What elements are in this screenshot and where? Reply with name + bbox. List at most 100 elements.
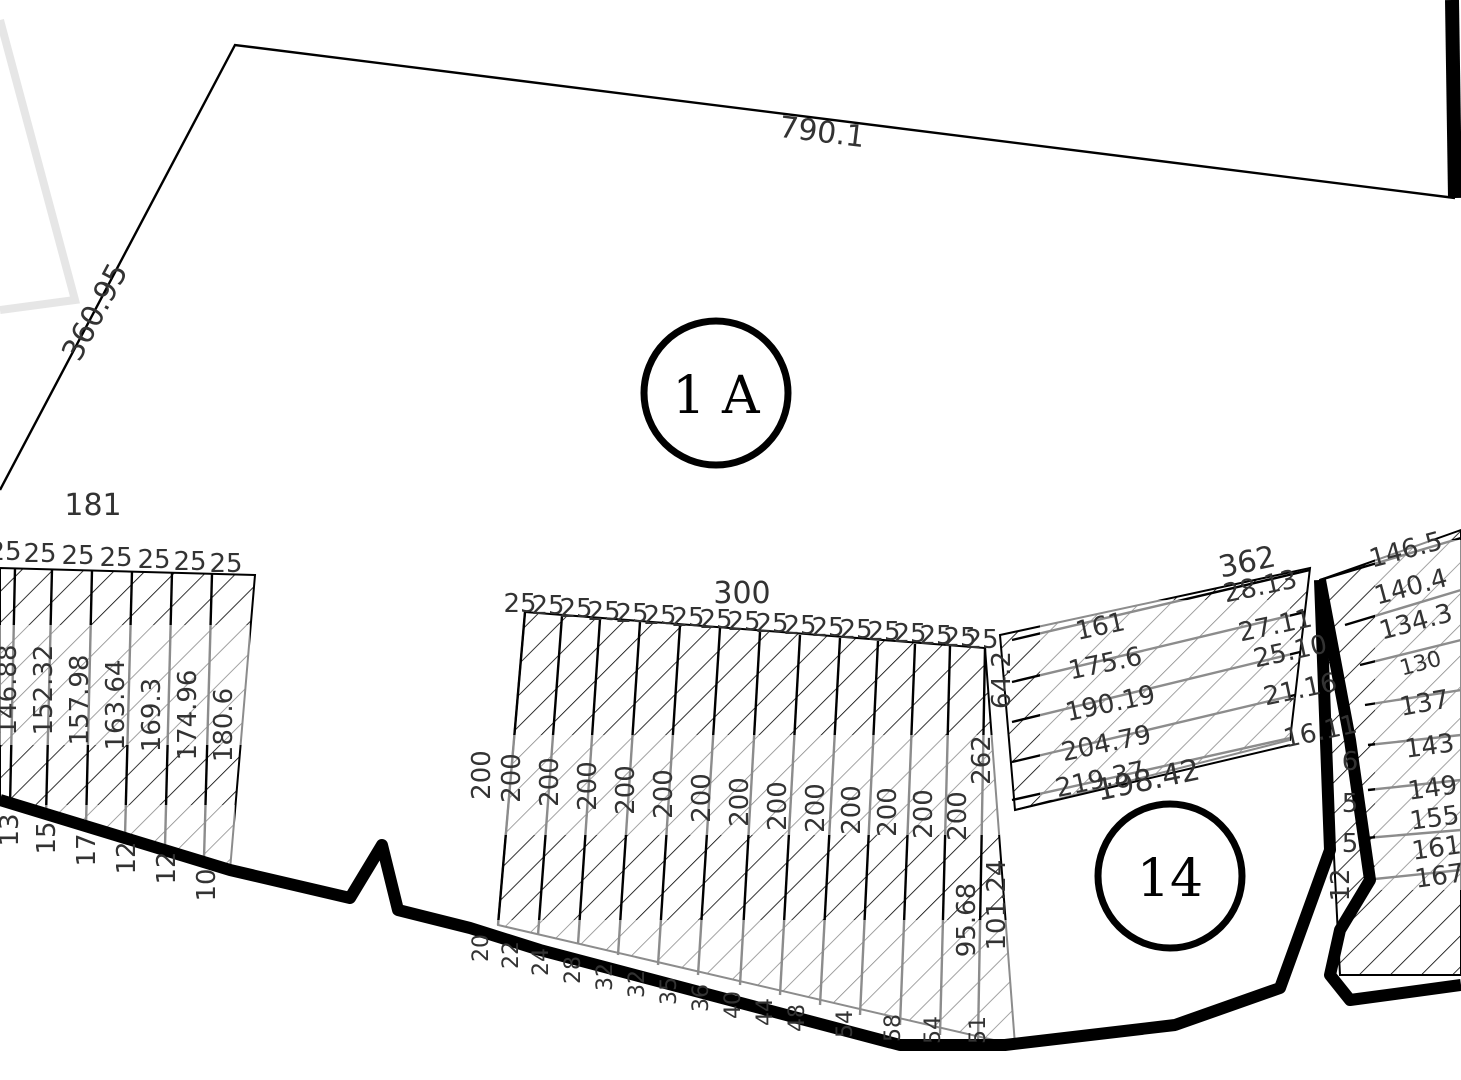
depth-label: 161 — [1410, 830, 1461, 867]
depth-label: 200 — [649, 769, 679, 819]
far-right-block-depths: 146.5 140.4 134.3 130 137 143 149 155 16… — [1366, 526, 1461, 895]
plot-number: 12 — [1326, 868, 1356, 901]
parcel-1a-boundary — [0, 43, 1456, 491]
side-depth-label: 101.24 — [982, 860, 1012, 951]
frontage-label: 25 — [811, 613, 844, 643]
depth-label: 157.98 — [65, 655, 95, 746]
plot-number: 54 — [921, 1016, 946, 1044]
depth-label: 200 — [943, 791, 973, 841]
plot-number: 32 — [625, 970, 650, 998]
plot-number: 12 — [112, 841, 142, 874]
left-block-frontages: 25 25 25 25 25 25 25 — [0, 537, 243, 579]
frontage-label: 25 — [839, 615, 872, 645]
depth-label: 200 — [909, 789, 939, 839]
depth-label: 200 — [687, 773, 717, 823]
depth-label: 152.32 — [29, 645, 59, 736]
depth-label: 163.64 — [101, 660, 131, 751]
frontage-label: 25 — [893, 619, 926, 649]
plot-number: 58 — [881, 1014, 906, 1042]
plot-number: 40 — [721, 991, 746, 1019]
frontage-label: 25 — [943, 623, 976, 653]
depth-label: 200 — [801, 783, 831, 833]
depth-label: 149 — [1406, 770, 1459, 807]
plot-1a-label: 1 A — [672, 366, 761, 426]
center-block-plot-numbers: 20 22 24 28 32 32 35 36 40 44 48 54 58 5… — [469, 934, 991, 1044]
plot-number: 5 — [1342, 789, 1359, 819]
plot-number: 13 — [0, 813, 25, 846]
plot-number: 28 — [561, 956, 586, 984]
plot-number: 32 — [593, 963, 618, 991]
plot-14-boundary — [1014, 744, 1291, 811]
plot-number: 24 — [529, 948, 554, 976]
frontage-label: 25 — [671, 603, 704, 633]
edge-depth-label: 64.2 — [987, 651, 1017, 709]
left-block-plot-numbers: 13 15 17 12 12 10 — [0, 813, 222, 901]
frontage-label: 25 — [559, 594, 592, 624]
edge-depth-label: 262 — [967, 735, 997, 785]
depth-label: 200 — [497, 753, 527, 803]
plot-14-marker — [1094, 800, 1246, 952]
depth-label: 174.96 — [173, 670, 203, 761]
plot-number: 44 — [753, 998, 778, 1026]
plot-14-label: 14 — [1137, 849, 1203, 909]
plot-number: 20 — [469, 934, 494, 962]
depth-label: 180.6 — [209, 688, 239, 762]
depth-label: 200 — [535, 757, 565, 807]
center-block-length: 300 — [713, 576, 770, 611]
frontage-label: 25 — [587, 597, 620, 627]
right-lot-block — [998, 566, 1312, 812]
plot-number: 17 — [72, 833, 102, 866]
frontage-label: 25 — [867, 617, 900, 647]
frontage-label: 25 — [727, 607, 760, 637]
right-strip-numbers: 6 5 5 12 — [1326, 747, 1358, 902]
plot-number: 51 — [966, 1016, 991, 1044]
plot-number: 6 — [1342, 747, 1359, 777]
frontage-label: 25 — [173, 547, 206, 577]
depth-label: 169.3 — [137, 678, 167, 752]
plot-number: 35 — [657, 977, 682, 1005]
frontage-label: 25 — [783, 611, 816, 641]
depth-label: 167 — [1413, 858, 1461, 895]
depth-label: 200 — [763, 781, 793, 831]
frontage-label: 25 — [965, 625, 998, 655]
depth-label: 200 — [873, 787, 903, 837]
plot-number: 10 — [192, 868, 222, 901]
depth-label: 200 — [725, 777, 755, 827]
far-right-lot-block — [1318, 528, 1461, 976]
depth-label: 155 — [1408, 800, 1461, 837]
frontage-label: 25 — [503, 589, 536, 619]
frontage-label: 25 — [919, 621, 952, 651]
center-lot-block — [465, 610, 1020, 1050]
frontage-label: 25 — [209, 549, 242, 579]
frontage-label: 25 — [699, 605, 732, 635]
plot-number: 5 — [1342, 829, 1359, 859]
frontage-label: 25 — [23, 539, 56, 569]
frontage-label: 25 — [643, 601, 676, 631]
faded-adjacent-parcel — [0, 18, 81, 314]
center-block-frontages: 25 25 25 25 25 25 25 25 25 25 25 25 25 2… — [503, 589, 998, 655]
top-edge-length: 790.1 — [777, 110, 867, 155]
frontage-label: 25 — [137, 545, 170, 575]
center-block-depths: 200 200 200 200 200 200 200 200 200 200 … — [467, 750, 973, 841]
depth-label: 146.88 — [0, 645, 23, 736]
plot-number: 12 — [152, 851, 182, 884]
plot-number: 36 — [689, 984, 714, 1012]
plot-number: 15 — [32, 821, 62, 854]
left-block-depths: 146.88 152.32 157.98 163.64 169.3 174.96… — [0, 645, 239, 763]
frontage-label: 25 — [0, 537, 22, 567]
depth-label: 200 — [573, 761, 603, 811]
depth-label: 200 — [837, 785, 867, 835]
frontage-label: 25 — [531, 591, 564, 621]
plot-number: 22 — [499, 941, 524, 969]
frontage-label: 25 — [615, 599, 648, 629]
plot-number: 54 — [833, 1010, 858, 1038]
left-block-length: 181 — [64, 488, 121, 523]
east-boundary-thick — [1445, 0, 1461, 199]
depth-label: 200 — [467, 750, 497, 800]
left-lot-block — [0, 566, 257, 900]
side-depth-label: 95.68 — [952, 883, 982, 957]
depth-label: 143 — [1403, 728, 1456, 765]
depth-label: 200 — [611, 765, 641, 815]
frontage-label: 25 — [99, 543, 132, 573]
